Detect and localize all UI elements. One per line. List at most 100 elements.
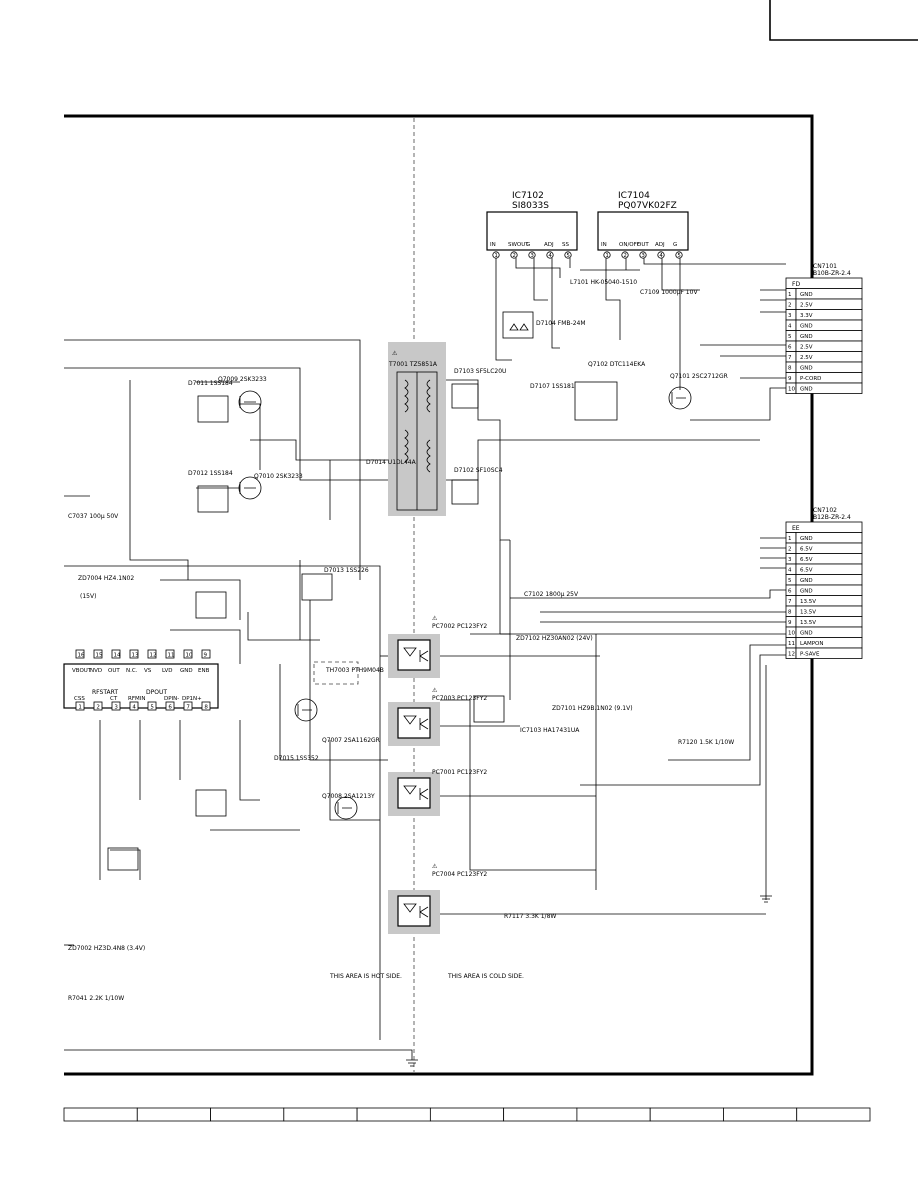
- ctrl-ic-bottom-label: DPIN-: [164, 696, 179, 702]
- ic7104-pin-2: 2: [621, 251, 629, 259]
- photocoupler-pc7002: [388, 634, 440, 678]
- ic7104-pin-label: ADJ: [655, 242, 665, 248]
- cn7102-pin-number: 4: [788, 568, 792, 574]
- cn7101-signal: GND: [800, 387, 813, 393]
- cn7101-signal: 2.5V: [800, 303, 813, 309]
- transistor-q7102: [574, 381, 618, 421]
- svg-text:6: 6: [168, 705, 172, 711]
- bottom-table-cell: [283, 1107, 358, 1122]
- cn7102-signal: LAMPON: [800, 641, 823, 647]
- bottom-table-cell: [723, 1107, 798, 1122]
- svg-text:8: 8: [204, 705, 208, 711]
- svg-text:5: 5: [150, 705, 154, 711]
- cn7102-signal: 6.5V: [800, 557, 813, 563]
- ic7104-pin-label: IN: [601, 242, 607, 248]
- ic7102-pin-3: 3: [528, 251, 536, 259]
- svg-text:3: 3: [114, 705, 118, 711]
- warning-t7001: ⚠: [392, 350, 398, 357]
- ctrl-ic-bottom-label: CT: [110, 696, 118, 702]
- wiring: [64, 258, 786, 1060]
- svg-text:5: 5: [566, 253, 570, 259]
- ctrl-ic-bottom-label: RFMIN: [128, 696, 145, 702]
- ic7102-pin-2: 2: [510, 251, 518, 259]
- cn7101-row: 10 GND: [785, 382, 863, 394]
- ic7103-label: IC7103 HA17431UA: [520, 727, 580, 734]
- c7102-label: C7102 1800μ 25V: [524, 591, 579, 598]
- cn7101-signal: GND: [800, 366, 813, 372]
- ctrl-ic-bottom-pin-8: 8: [201, 701, 211, 711]
- svg-text:9: 9: [204, 653, 208, 659]
- bottom-table-cell: [136, 1107, 211, 1122]
- th7003-label: TH7003 PTH9M04B: [325, 667, 384, 674]
- bottom-table: [63, 1107, 871, 1122]
- ctrl-ic-bottom-pin-5: 5: [147, 701, 157, 711]
- cn7102-pin-number: 10: [788, 631, 795, 637]
- d7103-label: D7103 SF5LC20U: [454, 368, 506, 375]
- cn7102-pin-number: 3: [788, 557, 792, 563]
- svg-text:3: 3: [641, 253, 645, 259]
- cn7102-signal: 13.5V: [800, 599, 816, 605]
- bottom-table-cell: [503, 1107, 578, 1122]
- ic7104-pin-1: 1: [603, 251, 611, 259]
- cn7101-pin-number: 9: [788, 376, 792, 382]
- vline-label: (15V): [80, 593, 96, 600]
- zd7101-label: ZD7101 HZ9B.1N02 (9.1V): [552, 705, 633, 712]
- ctrl-ic-bottom-pin-3: 3: [111, 701, 121, 711]
- ic7102-pin-1: 1: [492, 251, 500, 259]
- ctrl-ic-bottom-pin-2: 2: [93, 701, 103, 711]
- ctrl-ic-top-label: VBOUT: [72, 668, 92, 674]
- d7104-label: D7104 FMB-24M: [536, 320, 586, 327]
- diode-bridge-d7102: [451, 479, 479, 505]
- zd7004-label: ZD7004 HZ4.1N02: [78, 575, 134, 582]
- q7102-label: Q7102 DTC114EKA: [588, 361, 646, 368]
- ctrl-ic-top-label: N.C.: [126, 668, 138, 674]
- d7107-label: D7107 1SS181: [530, 383, 575, 390]
- cn7102-row: 3 6.5V: [785, 553, 863, 565]
- cn7101-part: B10B-ZR-2.4: [813, 270, 851, 277]
- pc7002-label: PC7002 PC123FY2: [432, 623, 487, 630]
- ctrl-ic-top-pin-15: 15: [93, 649, 103, 659]
- ic7102-chip: [486, 211, 578, 251]
- cn7101-row: 2 2.5V: [785, 298, 863, 310]
- q7010-label: Q7010 2SK3233: [254, 473, 303, 480]
- cn7101-signal: 2.5V: [800, 355, 813, 361]
- cn7101-pin-number: 5: [788, 334, 792, 340]
- svg-text:14: 14: [114, 653, 121, 659]
- ctrl-ic-top-pin-13: 13: [129, 649, 139, 659]
- transistor-q7101: [668, 386, 692, 410]
- cn7102-title: EE: [792, 525, 800, 532]
- bottom-table-cell: [63, 1107, 138, 1122]
- ic7104-pin-3: 3: [639, 251, 647, 259]
- cn7101-pin-number: 2: [788, 303, 792, 309]
- warn-pc7003: ⚠: [432, 687, 438, 694]
- diode-bridge-d7101: [473, 695, 505, 723]
- diode-bridge-d7104: [502, 311, 534, 339]
- svg-text:4: 4: [132, 705, 136, 711]
- cn7101-pin-number: 4: [788, 324, 792, 330]
- transistor-q7009: [238, 390, 262, 414]
- ctrl-ic-top-pin-9: 9: [201, 649, 211, 659]
- ctrl-ic-top-label: NVD: [90, 668, 102, 674]
- svg-text:11: 11: [168, 653, 175, 659]
- cn7101-pin-number: 10: [788, 387, 795, 393]
- q7008-label: Q7008 2SA1213Y: [322, 793, 375, 800]
- ctrl-ic-bottom-pin-6: 6: [165, 701, 175, 711]
- transistor-q7008: [334, 796, 358, 820]
- cn7101-signal: 2.5V: [800, 345, 813, 351]
- svg-text:15: 15: [96, 653, 103, 659]
- bottom-table-cell: [429, 1107, 505, 1122]
- ctrl-ic-bottom-pin-7: 7: [183, 701, 193, 711]
- ctrl-mid-1: RFSTART: [92, 689, 118, 696]
- bottom-table-cell: [649, 1107, 724, 1122]
- ic7104-pin-label: OUT: [637, 242, 649, 248]
- ctrl-mid-2: DPOUT: [146, 689, 167, 696]
- cn7102-signal: 13.5V: [800, 620, 816, 626]
- diode-bridge-d7103: [451, 383, 479, 409]
- ctrl-ic-top-label: OUT: [108, 668, 120, 674]
